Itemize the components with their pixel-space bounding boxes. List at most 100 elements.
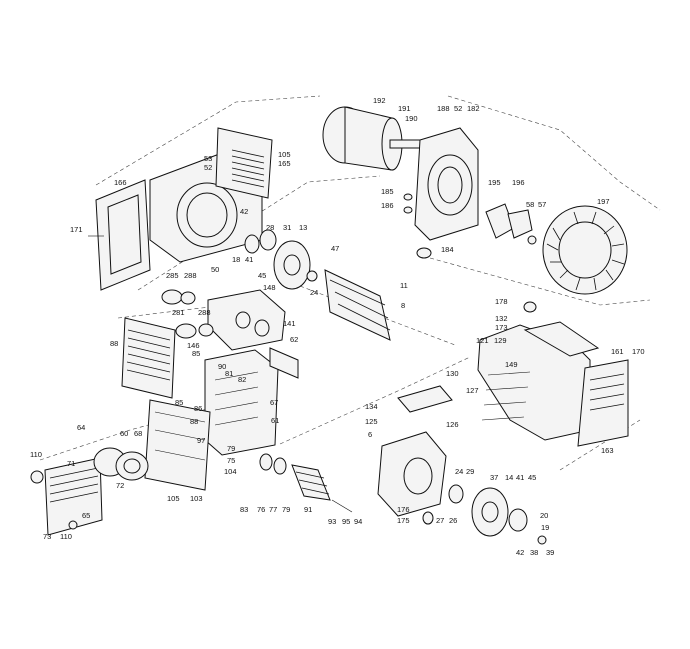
part-label-93: 93 bbox=[328, 517, 336, 526]
part-label-104: 104 bbox=[224, 467, 237, 476]
plate-103 bbox=[144, 399, 211, 491]
filter-cartridges-60-68 bbox=[93, 447, 149, 481]
front-cover-73 bbox=[30, 457, 103, 536]
part-label-18: 18 bbox=[232, 255, 240, 264]
part-label-81: 81 bbox=[225, 369, 233, 378]
part-label-97: 97 bbox=[197, 436, 205, 445]
filter-91 bbox=[259, 453, 353, 513]
part-label-58: 58 bbox=[526, 200, 534, 209]
part-label-171: 171 bbox=[70, 225, 83, 234]
part-label-76: 76 bbox=[257, 505, 265, 514]
motor-190 bbox=[322, 106, 421, 171]
part-label-88a: 88 bbox=[110, 339, 118, 348]
frame-166 bbox=[88, 179, 151, 291]
coupling-196 bbox=[485, 203, 533, 239]
part-label-281: 281 bbox=[172, 308, 185, 317]
part-label-62: 62 bbox=[290, 335, 298, 344]
control-box-67 bbox=[204, 349, 279, 456]
part-label-132: 132 bbox=[495, 314, 508, 323]
motor-flange-housing-50 bbox=[149, 127, 273, 263]
pump-rotor-11 bbox=[324, 269, 391, 341]
part-label-38: 38 bbox=[530, 548, 538, 557]
part-label-85a: 85 bbox=[192, 349, 200, 358]
part-label-94: 94 bbox=[354, 517, 362, 526]
part-label-45a: 45 bbox=[258, 271, 266, 280]
part-label-91: 91 bbox=[304, 505, 312, 514]
part-label-196: 196 bbox=[512, 178, 525, 187]
part-label-182: 182 bbox=[467, 104, 480, 113]
part-label-90: 90 bbox=[218, 362, 226, 371]
part-label-42b: 42 bbox=[516, 548, 524, 557]
part-label-37: 37 bbox=[490, 473, 498, 482]
part-label-178: 178 bbox=[495, 297, 508, 306]
part-label-45b: 45 bbox=[528, 473, 536, 482]
part-label-191: 191 bbox=[398, 104, 411, 113]
part-label-126: 126 bbox=[446, 420, 459, 429]
part-label-20: 20 bbox=[540, 511, 548, 520]
part-label-41a: 41 bbox=[245, 255, 253, 264]
part-label-53: 53 bbox=[204, 154, 212, 163]
part-label-288b: 288 bbox=[198, 308, 211, 317]
part-label-52a: 52 bbox=[454, 104, 462, 113]
part-label-197: 197 bbox=[597, 197, 610, 206]
part-label-75: 75 bbox=[227, 456, 235, 465]
part-label-195: 195 bbox=[488, 178, 501, 187]
part-label-88b: 88 bbox=[190, 417, 198, 426]
part-label-31: 31 bbox=[283, 223, 291, 232]
part-label-185: 185 bbox=[381, 187, 394, 196]
part-label-29: 29 bbox=[466, 467, 474, 476]
part-label-288a: 288 bbox=[184, 271, 197, 280]
part-label-129: 129 bbox=[494, 336, 507, 345]
part-label-27: 27 bbox=[436, 516, 444, 525]
burner-body-6 bbox=[377, 385, 453, 517]
part-label-39: 39 bbox=[546, 548, 554, 557]
part-label-176: 176 bbox=[397, 505, 410, 514]
part-label-192: 192 bbox=[373, 96, 386, 105]
part-label-188: 188 bbox=[437, 104, 450, 113]
fan-housing-182 bbox=[414, 127, 479, 241]
part-label-65: 65 bbox=[82, 511, 90, 520]
part-label-184: 184 bbox=[441, 245, 454, 254]
part-label-125: 125 bbox=[365, 417, 378, 426]
part-label-110b: 110 bbox=[60, 532, 72, 541]
part-label-105a: 105 bbox=[278, 150, 291, 159]
part-label-71: 71 bbox=[67, 459, 75, 468]
part-label-73: 73 bbox=[43, 532, 51, 541]
part-label-146: 146 bbox=[187, 341, 200, 350]
part-label-8: 8 bbox=[401, 301, 405, 310]
part-label-11: 11 bbox=[400, 281, 408, 290]
end-plate-13 bbox=[273, 240, 311, 290]
part-label-60: 60 bbox=[120, 429, 128, 438]
part-label-170: 170 bbox=[632, 347, 645, 356]
part-label-105b: 105 bbox=[167, 494, 180, 503]
part-label-24b: 24 bbox=[455, 467, 463, 476]
part-label-68: 68 bbox=[134, 429, 142, 438]
filter-panel-88 bbox=[121, 317, 176, 399]
part-label-82: 82 bbox=[238, 375, 246, 384]
part-label-186: 186 bbox=[381, 201, 394, 210]
part-label-72: 72 bbox=[116, 481, 124, 490]
part-label-149: 149 bbox=[505, 360, 518, 369]
small-fasteners bbox=[306, 193, 547, 545]
part-label-50: 50 bbox=[211, 265, 219, 274]
part-label-141: 141 bbox=[283, 319, 296, 328]
part-label-127: 127 bbox=[466, 386, 479, 395]
part-label-130: 130 bbox=[446, 369, 459, 378]
part-label-166: 166 bbox=[114, 178, 127, 187]
part-label-190: 190 bbox=[405, 114, 418, 123]
part-label-24a: 24 bbox=[310, 288, 318, 297]
part-label-110a: 110 bbox=[30, 450, 42, 459]
hood-121 bbox=[477, 321, 629, 447]
part-label-163: 163 bbox=[601, 446, 614, 455]
part-label-57: 57 bbox=[538, 200, 546, 209]
part-label-148: 148 bbox=[263, 283, 276, 292]
part-label-42a: 42 bbox=[240, 207, 248, 216]
fan-wheel-197 bbox=[542, 205, 628, 295]
part-label-67: 67 bbox=[270, 398, 278, 407]
part-label-14: 14 bbox=[505, 473, 513, 482]
part-label-77: 77 bbox=[269, 505, 277, 514]
part-label-6: 6 bbox=[368, 430, 372, 439]
